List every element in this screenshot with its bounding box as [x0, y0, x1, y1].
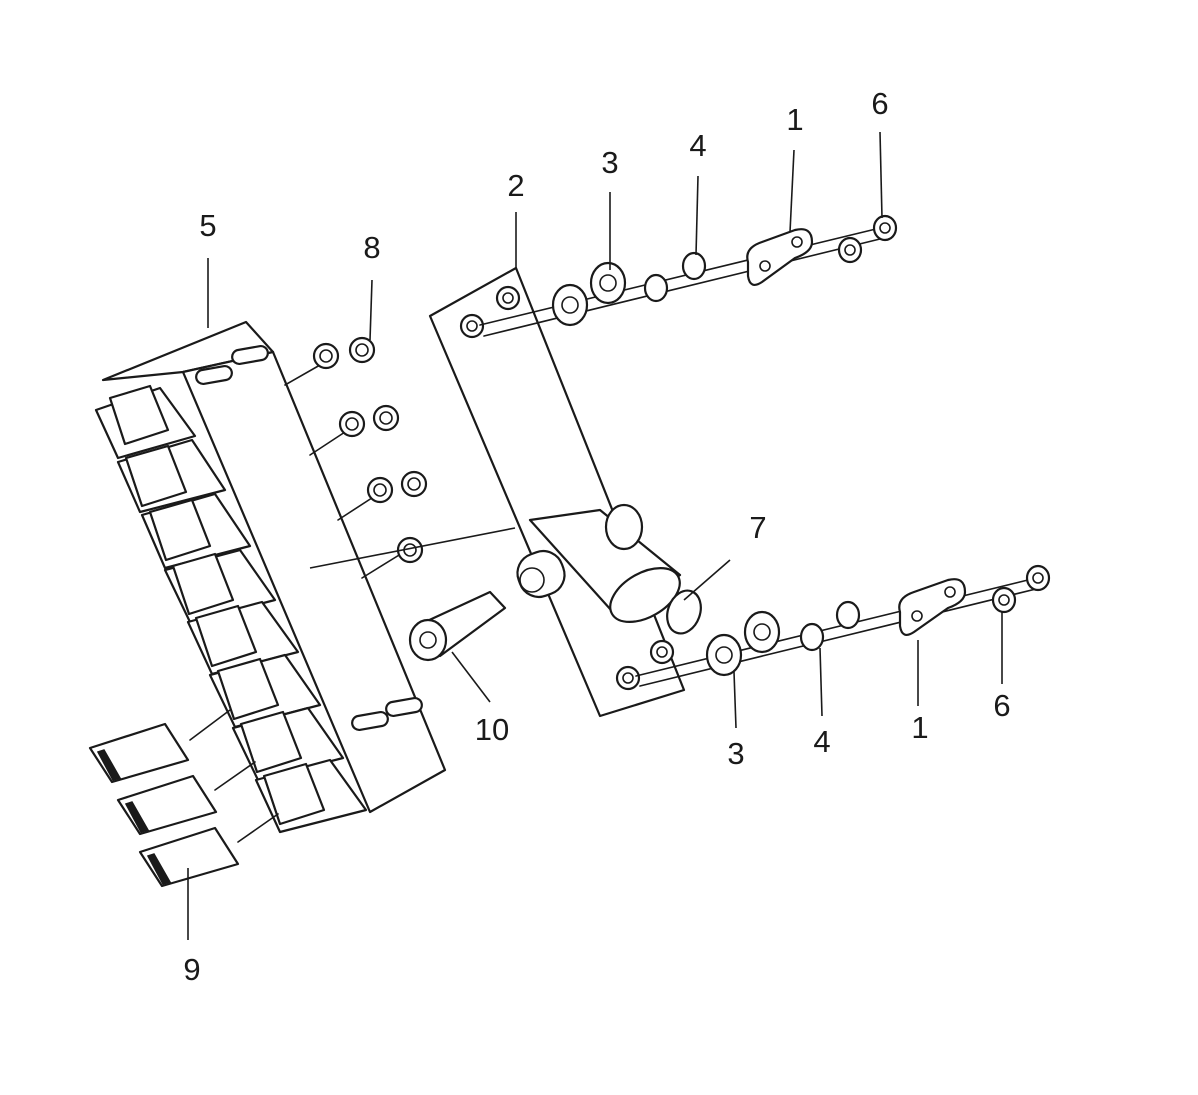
callout-2: 2: [507, 168, 524, 203]
lower-shaft-assembly: [635, 564, 1051, 687]
screw-part-10: [408, 590, 507, 662]
mounting-pins: [195, 344, 423, 732]
callout-1-lower: 1: [911, 710, 928, 745]
callout-10: 10: [475, 712, 509, 747]
callouts: 1 1 2 3 3 4 4 5 6 6 7 8 9 10: [183, 86, 1010, 987]
callout-6-upper: 6: [871, 86, 888, 121]
leader-lines: [187, 131, 1003, 940]
callout-6-lower: 6: [993, 688, 1010, 723]
upper-shaft-assembly: [479, 214, 898, 337]
callout-3-lower: 3: [727, 736, 744, 771]
terminal-block-part-5: [94, 320, 447, 834]
callout-5: 5: [199, 208, 216, 243]
retaining-ring-part-7: [666, 589, 702, 635]
mounting-bracket-part-2: [428, 266, 686, 718]
callout-7: 7: [749, 510, 766, 545]
callout-9: 9: [183, 952, 200, 987]
connector-cells: [94, 384, 368, 834]
callout-1-upper: 1: [786, 102, 803, 137]
plug-connectors-part-9: [88, 709, 279, 888]
callout-4-lower: 4: [813, 724, 830, 759]
callout-4-upper: 4: [689, 128, 706, 163]
callout-3-upper: 3: [601, 145, 618, 180]
nut-part-8: [312, 336, 428, 564]
callout-8: 8: [363, 230, 380, 265]
